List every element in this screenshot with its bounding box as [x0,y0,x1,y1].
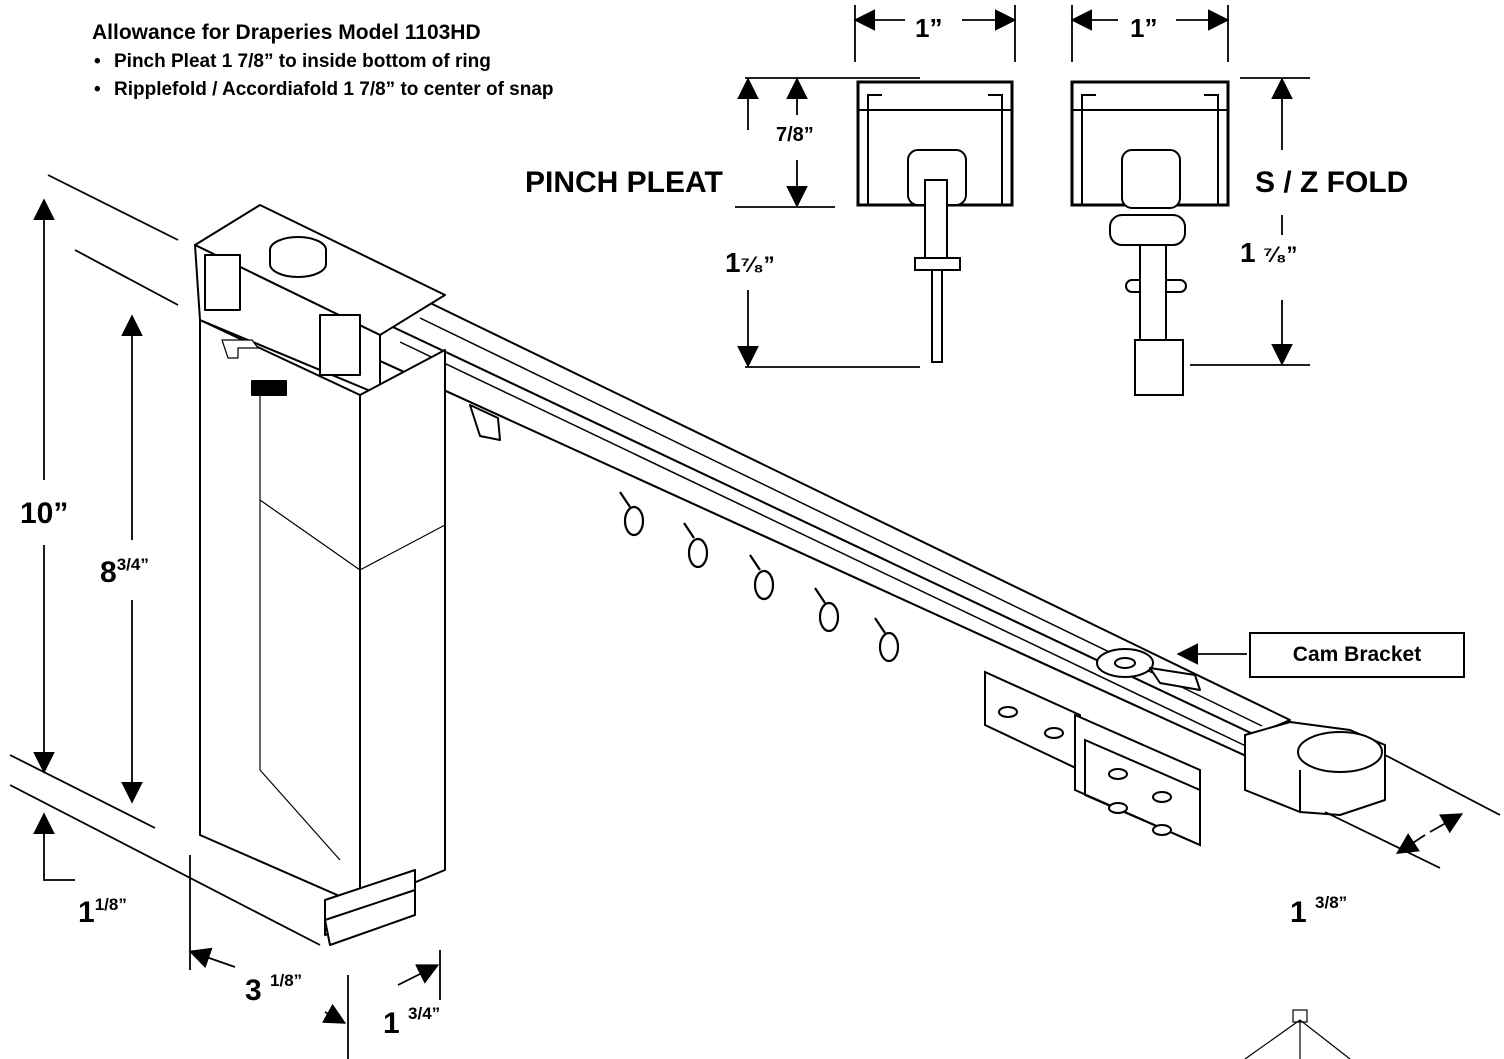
mounting-plate [984,670,1201,847]
cam-bracket-callout: Cam Bracket [1249,632,1465,678]
depth-dim: 11/8” [78,895,127,929]
height-total-dim: 10” [20,497,68,530]
sz-fold-profile [1070,80,1230,396]
pinch-pleat-profile [856,80,1014,363]
height-inner-dim: 83/4” [100,555,149,589]
gearbox-housing [194,204,446,946]
pinch-pleat-label: PINCH PLEAT [525,166,723,199]
pinch-pleat-width: 1” [915,13,942,43]
allowance-title: Allowance for Draperies Model 1103HD [92,21,481,44]
sz-fold-width: 1” [1130,13,1157,43]
arm-dim: 1 3/8” [1290,893,1347,929]
pinch-pleat-lower-dim: 1⁷⁄₈” [725,247,775,278]
sz-fold-label: S / Z FOLD [1255,166,1408,199]
corner-sketch [1244,1009,1351,1059]
allowance-list: Pinch Pleat 1 7/8” to inside bottom of r… [92,48,554,104]
width-dim: 3 1/8” [245,971,302,1007]
bracket-arm [377,299,1386,816]
dimension-lines [9,5,1501,1059]
allowance-header: Allowance for Draperies Model 1103HD Pin… [92,20,554,104]
sz-fold-lower-dim: 1 ⁷⁄₈” [1240,237,1297,268]
pinch-pleat-upper-dim: 7/8” [776,124,814,146]
allowance-item-ripplefold: Ripplefold / Accordiafold 1 7/8” to cent… [94,76,554,104]
foot-dim: 1 3/4” [383,1004,440,1040]
drapery-rings [619,491,900,663]
allowance-item-pinch-pleat: Pinch Pleat 1 7/8” to inside bottom of r… [94,48,554,76]
